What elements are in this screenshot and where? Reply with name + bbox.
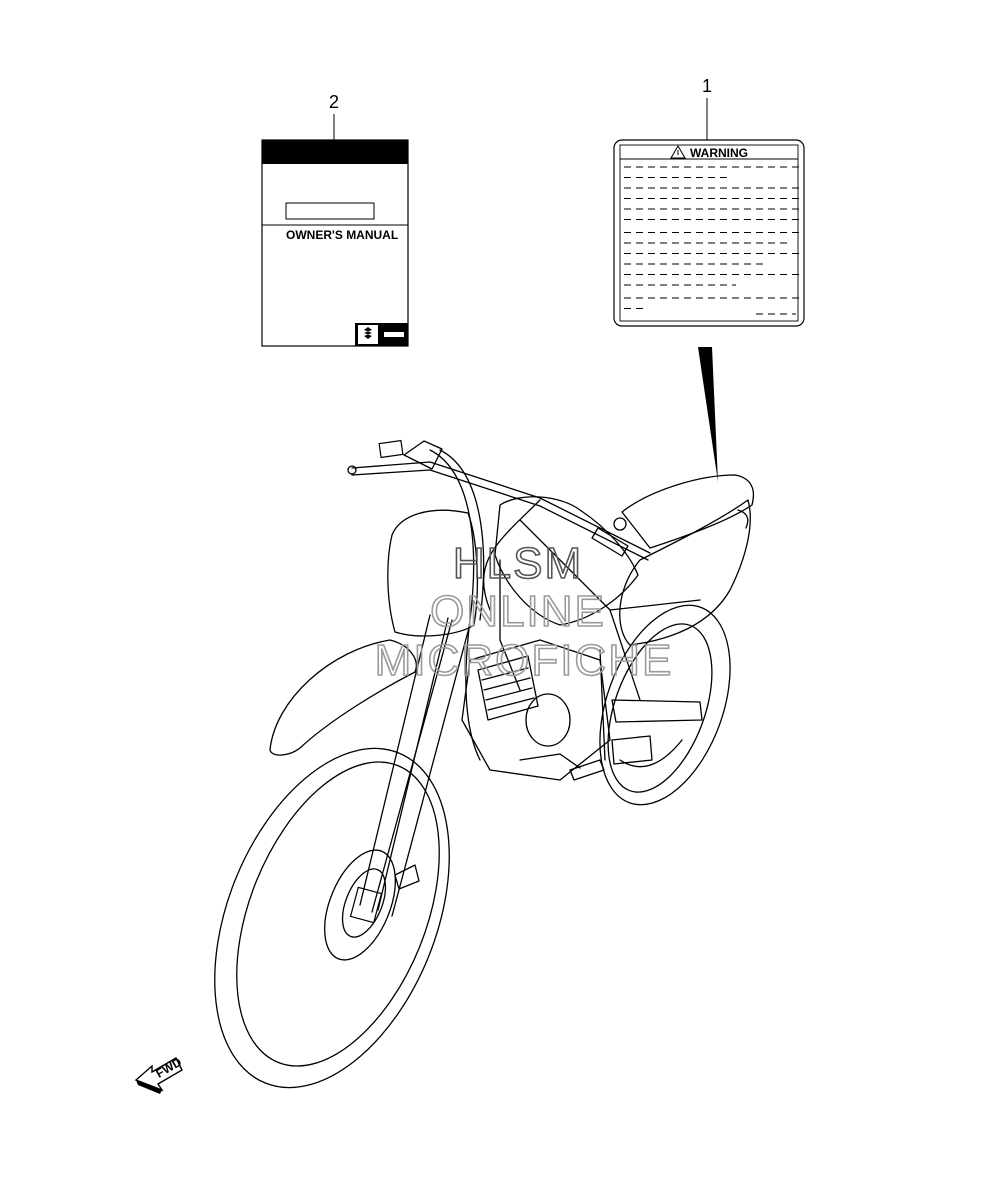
warning-label-outer — [613, 139, 805, 327]
label-pointer-arrow — [698, 347, 718, 482]
seat — [621, 474, 755, 549]
motorcycle-illustration — [214, 439, 755, 1089]
manual-model-box — [285, 202, 375, 220]
engine — [461, 639, 611, 781]
swingarm-exhaust — [569, 699, 703, 781]
warning-triangle-icon — [670, 145, 686, 159]
warning-label-part[interactable]: 1 WARNING — [613, 76, 805, 327]
callout-number-2: 2 — [329, 92, 339, 112]
manual-header-band — [262, 140, 408, 164]
rear-wheel — [599, 604, 731, 806]
control-cables — [429, 449, 541, 761]
warning-text-lines — [624, 166, 800, 315]
front-fender — [269, 639, 417, 756]
manual-title: OWNER'S MANUAL — [286, 228, 398, 242]
manual-cover — [261, 139, 409, 347]
owners-manual-part[interactable]: 2 OWNER'S MANUAL — [261, 92, 409, 347]
warning-label-inner — [619, 144, 799, 322]
fwd-arrow-icon — [134, 1057, 183, 1092]
watermark-line-2: ONLINE — [430, 587, 606, 636]
warning-title: WARNING — [690, 146, 748, 160]
watermark-line-1: HLSM — [453, 539, 583, 588]
front-fork — [349, 614, 471, 924]
rear-fender-side-panel — [619, 499, 751, 646]
callout-number-1: 1 — [702, 76, 712, 96]
suzuki-s-logo-icon — [355, 323, 408, 346]
number-plate — [387, 509, 479, 637]
fwd-direction-arrow: FWD — [134, 1055, 184, 1094]
front-wheel — [214, 747, 450, 1089]
watermark-line-3: MICROFICHE — [375, 636, 674, 685]
watermark: HLSM ONLINE MICROFICHE — [374, 538, 674, 686]
handlebar — [347, 439, 651, 561]
fuel-tank — [494, 496, 639, 626]
frame — [499, 519, 701, 761]
